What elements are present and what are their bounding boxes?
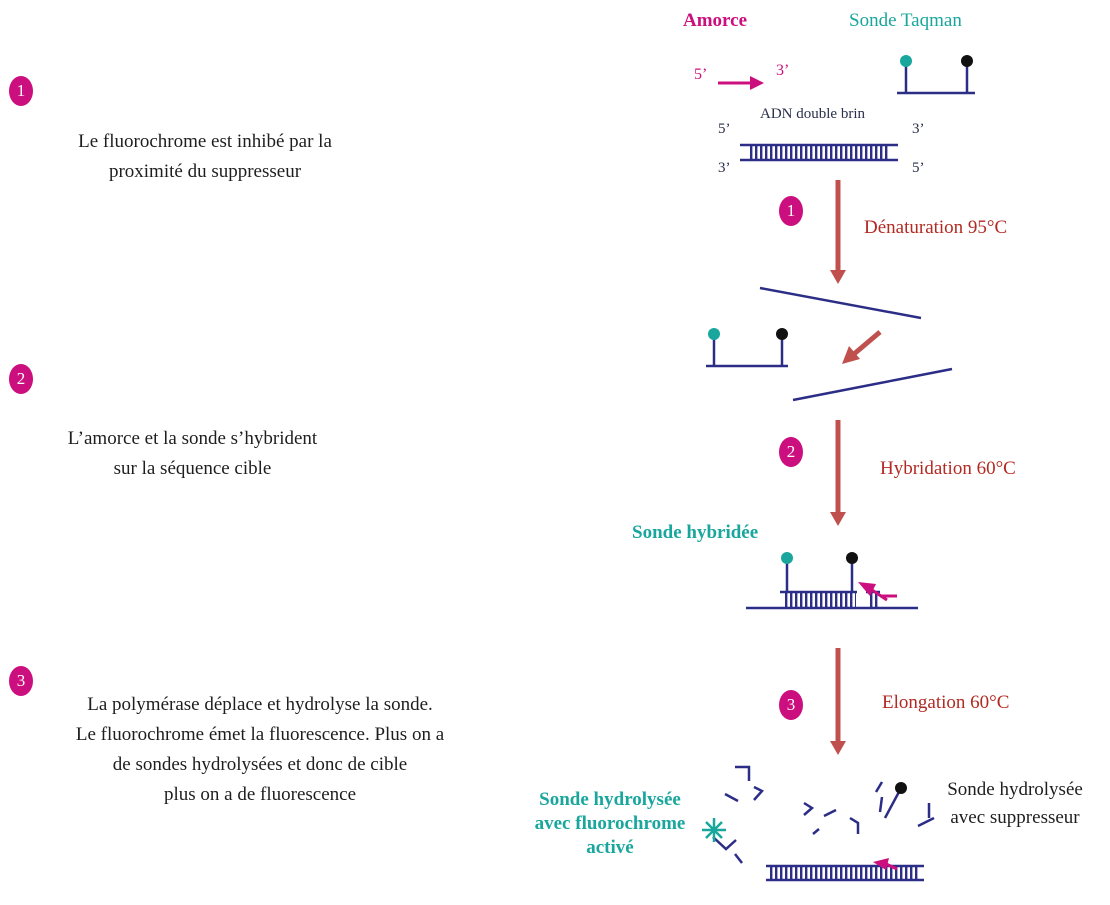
primer-label: Amorce: [683, 10, 748, 31]
diagonal-arrow-icon: [842, 330, 882, 364]
single-strand-top: [759, 286, 922, 320]
step-1-badge-left: 1: [9, 76, 33, 106]
fluorochrome-icon: [900, 55, 912, 67]
hydrolyzed-quencher-line-1: Sonde hydrolysée: [947, 779, 1083, 800]
step-1-badge-right: 1: [779, 196, 803, 226]
final-dsdna-icon: [766, 858, 924, 882]
primer-5-label: 5’: [694, 66, 708, 83]
probe-label: Sonde Taqman: [849, 10, 962, 31]
step-3-badge-left: 3: [9, 666, 33, 696]
step-3-badge-right: 3: [779, 690, 803, 720]
hybridized-complex-icon: [746, 552, 918, 610]
dsdna-3-right: 3’: [912, 121, 925, 137]
hydrolyzed-fluor-line-2: avec fluorochrome: [534, 813, 686, 834]
primer-3-label: 3’: [776, 62, 790, 79]
dsdna-3-left: 3’: [718, 160, 731, 176]
step-2-badge-left: 2: [9, 364, 33, 394]
dsdna-icon: [740, 143, 898, 162]
step-2-arrow-icon: [830, 420, 846, 526]
step-3-description-line-1: La polymérase déplace et hydrolyse la so…: [87, 694, 433, 715]
step-2-badge-right: 2: [779, 437, 803, 467]
step-3-name: Elongation 60°C: [882, 692, 1010, 713]
step-1-description: Le fluorochrome est inhibé par la proxim…: [10, 127, 400, 187]
hydrolyzed-fragments-icon: [712, 765, 935, 864]
step-1-description-line-2: proximité du suppresseur: [108, 161, 302, 182]
step-1-name: Dénaturation 95°C: [864, 217, 1008, 238]
free-probe-icon: [706, 328, 788, 368]
dsdna-5-left: 5’: [718, 121, 731, 137]
activated-fluorochrome-icon: [702, 818, 726, 842]
primer-arrow-icon: [718, 76, 764, 90]
step-3-arrow-icon: [830, 648, 846, 755]
step-3-description-line-4: plus on a de fluorescence: [163, 784, 357, 805]
dsdna-5-right: 5’: [912, 160, 925, 176]
step-2-description: L’amorce et la sonde s’hybrident sur la …: [0, 424, 385, 484]
step-2-name: Hybridation 60°C: [880, 458, 1016, 479]
hydrolyzed-quencher-line-2: avec suppresseur: [950, 807, 1080, 828]
step-2-description-line-2: sur la séquence cible: [113, 458, 272, 479]
quencher-icon: [961, 55, 973, 67]
step-3-description-line-3: de sondes hydrolysées et donc de cible: [112, 754, 408, 775]
hydrolyzed-quencher-label: Sonde hydrolysée avec suppresseur: [922, 776, 1108, 832]
hydrolyzed-quencher-icon: [883, 782, 907, 819]
single-strand-bottom: [792, 367, 953, 402]
hydrolyzed-fluor-line-1: Sonde hydrolysée: [539, 789, 681, 810]
step-3-description-line-2: Le fluorochrome émet la fluorescence. Pl…: [75, 724, 445, 745]
hydrolyzed-fluor-label: Sonde hydrolysée avec fluorochrome activ…: [515, 788, 705, 860]
hybridized-probe-label: Sonde hybridée: [632, 522, 759, 543]
taqman-probe-icon: [897, 55, 975, 95]
hydrolyzed-fluor-line-3: activé: [586, 837, 634, 858]
step-3-description: La polymérase déplace et hydrolyse la so…: [10, 690, 510, 810]
step-2-description-line-1: L’amorce et la sonde s’hybrident: [67, 428, 318, 449]
step-1-description-line-1: Le fluorochrome est inhibé par la: [78, 131, 332, 152]
dsdna-label: ADN double brin: [760, 106, 865, 122]
step-1-arrow-icon: [830, 180, 846, 284]
